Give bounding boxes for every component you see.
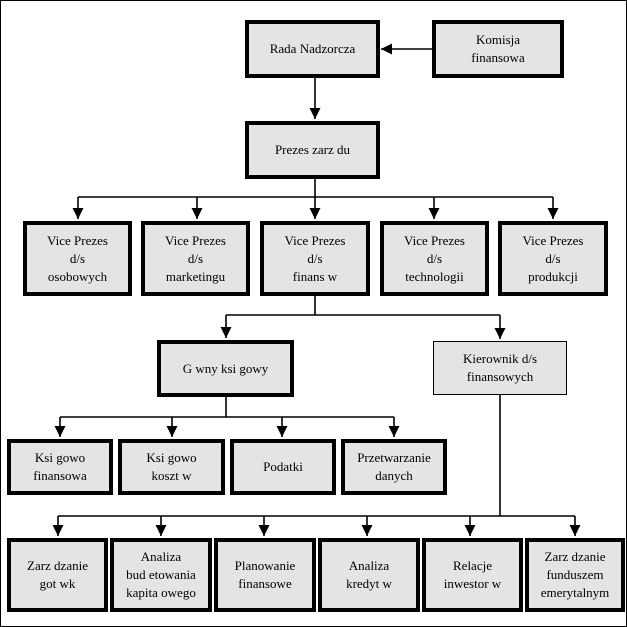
node-vp-finansow: Vice Prezes d/s finans w <box>260 221 370 296</box>
node-podatki: Podatki <box>230 439 336 495</box>
node-analiza-budzetowania: Analiza bud etowania kapita owego <box>110 538 212 612</box>
node-relacje-inwestorow: Relacje inwestor w <box>422 538 523 612</box>
node-vp-marketingu: Vice Prezes d/s marketingu <box>141 221 250 296</box>
node-kierownik-finansowych: Kierownik d/s finansowych <box>433 341 567 395</box>
node-prezes-zarzadu: Prezes zarz du <box>245 121 380 179</box>
node-analiza-kredytow: Analiza kredyt w <box>318 538 420 612</box>
node-vp-produkcji: Vice Prezes d/s produkcji <box>498 221 608 296</box>
node-ksiegowosc-finansowa: Ksi gowo finansowa <box>7 439 113 495</box>
node-glowny-ksiegowy: G wny ksi gowy <box>157 340 294 397</box>
node-ksiegowosc-kosztow: Ksi gowo koszt w <box>118 439 225 495</box>
node-zarzadzanie-gotowka: Zarz dzanie got wk <box>7 538 108 612</box>
node-planowanie-finansowe: Planowanie finansowe <box>214 538 316 612</box>
node-rada-nadzorcza: Rada Nadzorcza <box>245 20 380 78</box>
node-komisja-finansowa: Komisja finansowa <box>432 20 564 78</box>
node-vp-technologii: Vice Prezes d/s technologii <box>380 221 489 296</box>
node-zarzadzanie-funduszem: Zarz dzanie funduszem emerytalnym <box>525 538 625 612</box>
node-vp-osobowych: Vice Prezes d/s osobowych <box>23 221 132 296</box>
node-przetwarzanie-danych: Przetwarzanie danych <box>341 439 447 495</box>
